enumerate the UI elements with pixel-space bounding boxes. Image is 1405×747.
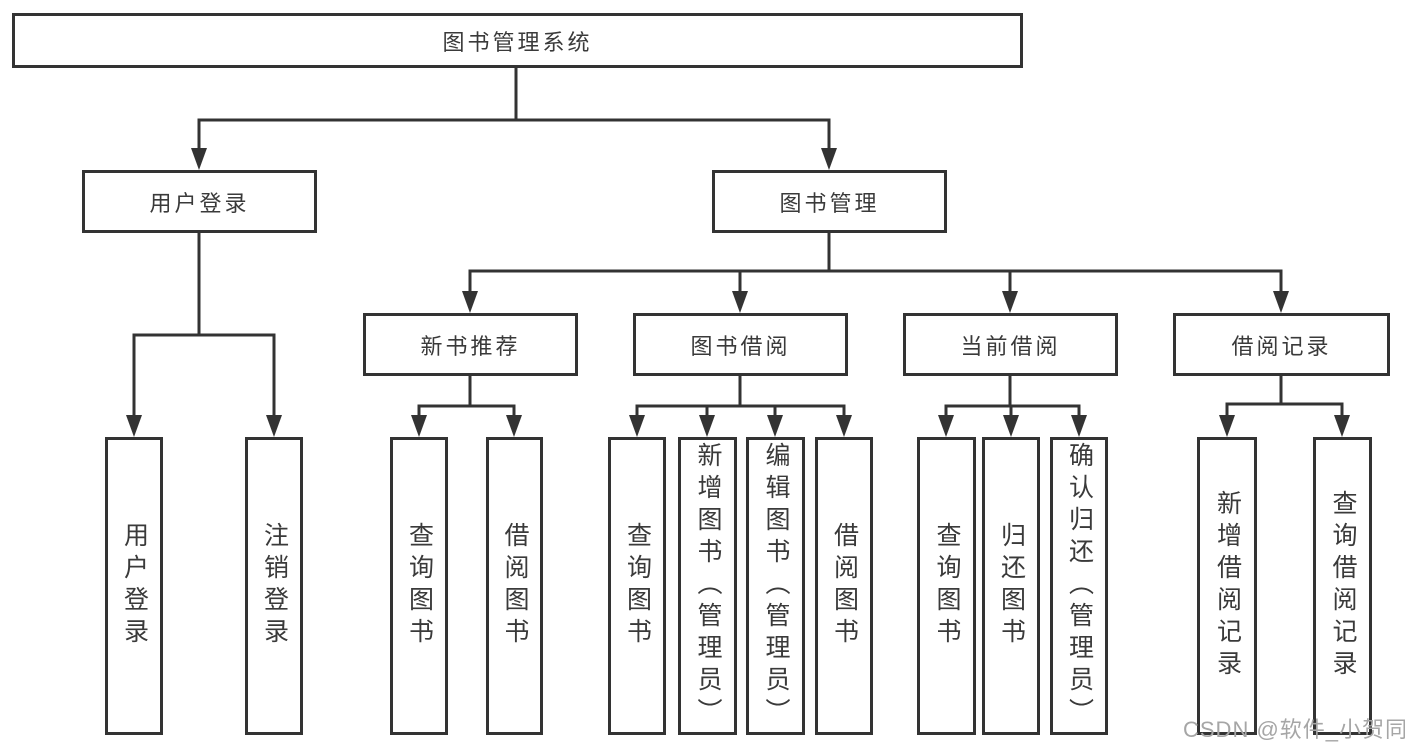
leaf-borrow-books-borrowing-label: 借阅图书 [830, 522, 859, 650]
leaf-query-books-recommend: 查询图书 [390, 437, 448, 735]
node-book-management-label: 图书管理 [779, 190, 880, 216]
node-borrowing-records: 借阅记录 [1173, 313, 1390, 376]
node-current-borrowing-label: 当前借阅 [960, 333, 1061, 359]
leaf-user-login: 用户登录 [105, 437, 163, 735]
leaf-query-books-borrowing: 查询图书 [608, 437, 666, 735]
node-library-system-label: 图书管理系统 [442, 29, 593, 55]
leaf-add-books-admin-label: 新增图书（管理员） [694, 442, 722, 730]
leaf-logout: 注销登录 [245, 437, 303, 735]
node-book-borrowing: 图书借阅 [633, 313, 848, 376]
node-new-book-recommendation-label: 新书推荐 [420, 333, 521, 359]
node-book-management: 图书管理 [712, 170, 947, 233]
leaf-query-books-recommend-label: 查询图书 [405, 522, 434, 650]
leaf-confirm-return-admin: 确认归还（管理员） [1050, 437, 1108, 735]
leaf-query-borrow-record: 查询借阅记录 [1313, 437, 1372, 735]
leaf-add-borrow-record-label: 新增借阅记录 [1213, 490, 1242, 682]
node-library-system: 图书管理系统 [12, 13, 1023, 68]
leaf-return-books-label: 归还图书 [997, 522, 1026, 650]
node-current-borrowing: 当前借阅 [903, 313, 1118, 376]
leaf-add-borrow-record: 新增借阅记录 [1197, 437, 1257, 735]
leaf-edit-books-admin: 编辑图书（管理员） [746, 437, 805, 735]
node-user-login: 用户登录 [82, 170, 317, 233]
leaf-confirm-return-admin-label: 确认归还（管理员） [1065, 442, 1094, 730]
leaf-query-borrow-record-label: 查询借阅记录 [1329, 490, 1357, 682]
leaf-query-books-current-label: 查询图书 [933, 522, 961, 650]
leaf-logout-label: 注销登录 [260, 522, 289, 650]
leaf-add-books-admin: 新增图书（管理员） [678, 437, 737, 735]
node-user-login-label: 用户登录 [149, 190, 250, 216]
leaf-borrow-books-borrowing: 借阅图书 [815, 437, 873, 735]
leaf-return-books: 归还图书 [982, 437, 1040, 735]
node-book-borrowing-label: 图书借阅 [690, 333, 791, 359]
node-borrowing-records-label: 借阅记录 [1231, 333, 1332, 359]
leaf-borrow-books-recommend: 借阅图书 [486, 437, 543, 735]
node-new-book-recommendation: 新书推荐 [363, 313, 578, 376]
leaf-borrow-books-recommend-label: 借阅图书 [501, 522, 529, 650]
leaf-query-books-borrowing-label: 查询图书 [623, 522, 652, 650]
leaf-query-books-current: 查询图书 [917, 437, 976, 735]
leaf-edit-books-admin-label: 编辑图书（管理员） [762, 442, 790, 730]
leaf-user-login-label: 用户登录 [120, 522, 149, 650]
csdn-watermark: CSDN @软件_小贺同学 [1183, 717, 1405, 742]
